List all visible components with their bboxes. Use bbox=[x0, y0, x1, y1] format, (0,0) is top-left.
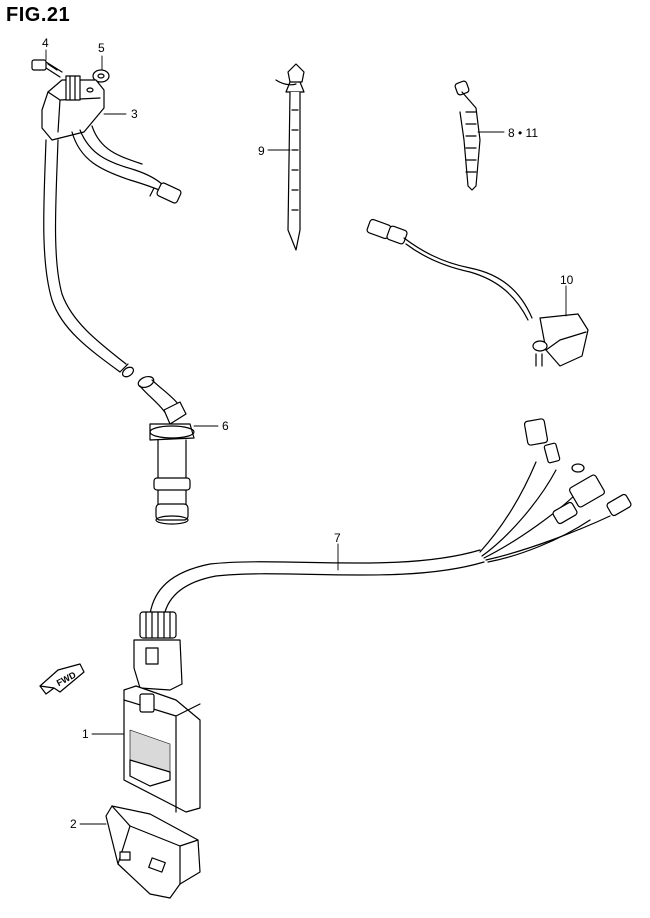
callout-10: 10 bbox=[560, 273, 574, 287]
forward-direction-arrow: FWD bbox=[39, 663, 85, 695]
callout-6: 6 bbox=[222, 419, 229, 433]
callout-5: 5 bbox=[98, 41, 105, 55]
callout-1: 1 bbox=[82, 727, 89, 741]
part-10-sensor bbox=[366, 218, 589, 367]
part-2-holder bbox=[79, 805, 201, 899]
callout-3: 3 bbox=[131, 107, 138, 121]
part-4-bolt bbox=[31, 59, 63, 78]
part-7-wiring-harness bbox=[133, 418, 632, 691]
figure-title: FIG.21 bbox=[6, 4, 71, 26]
callout-2: 2 bbox=[70, 817, 77, 831]
part-1-cdi-unit bbox=[91, 685, 201, 813]
callout-8-11: 8 • 11 bbox=[508, 126, 538, 140]
part-3-pickup-coil bbox=[41, 75, 182, 378]
part-6-plug-cap bbox=[137, 375, 219, 525]
part-8-11-clamp bbox=[454, 80, 505, 191]
callout-9: 9 bbox=[258, 144, 265, 158]
part-9-clamp bbox=[267, 63, 305, 251]
callout-7: 7 bbox=[334, 531, 341, 545]
callout-4: 4 bbox=[42, 36, 49, 50]
part-5-washer bbox=[92, 69, 110, 83]
